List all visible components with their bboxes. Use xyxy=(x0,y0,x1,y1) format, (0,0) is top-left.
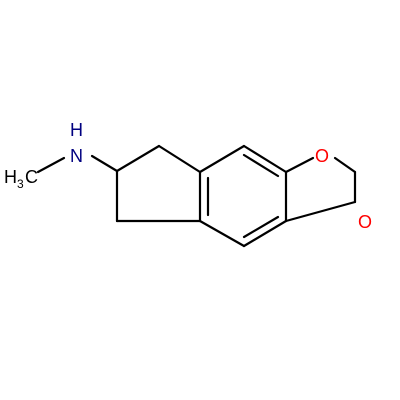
bond-lines xyxy=(36,144,357,248)
bond-c7-c6 xyxy=(242,144,288,174)
methyl-subscript: 3 xyxy=(17,177,24,191)
oxygen-top: O xyxy=(315,146,329,166)
atom-labels: H N H 3 C O O xyxy=(4,120,372,232)
bond-c5-c4 xyxy=(242,219,288,248)
methyl-carbon: C xyxy=(25,167,38,187)
bond-o2-c5 xyxy=(284,200,357,223)
bond-c7a-c7 xyxy=(198,144,246,174)
oxygen-bottom: O xyxy=(358,212,372,232)
bond-c2-c1 xyxy=(115,144,161,173)
bond-c1-c7a xyxy=(157,144,202,174)
methyl-hydrogen: H xyxy=(4,167,17,187)
bond-inner-c7-c6 xyxy=(242,153,280,178)
n-atom-label: N xyxy=(70,146,83,166)
bond-o1-ch2 xyxy=(333,156,357,174)
bond-methyl-n xyxy=(36,156,66,174)
bond-inner-c5-c4 xyxy=(242,215,280,239)
n-atom-hydrogen: H xyxy=(70,120,83,140)
bond-c4-c3a xyxy=(198,219,246,248)
bond-c6-o1 xyxy=(284,156,315,174)
bond-n-c2 xyxy=(90,154,119,173)
